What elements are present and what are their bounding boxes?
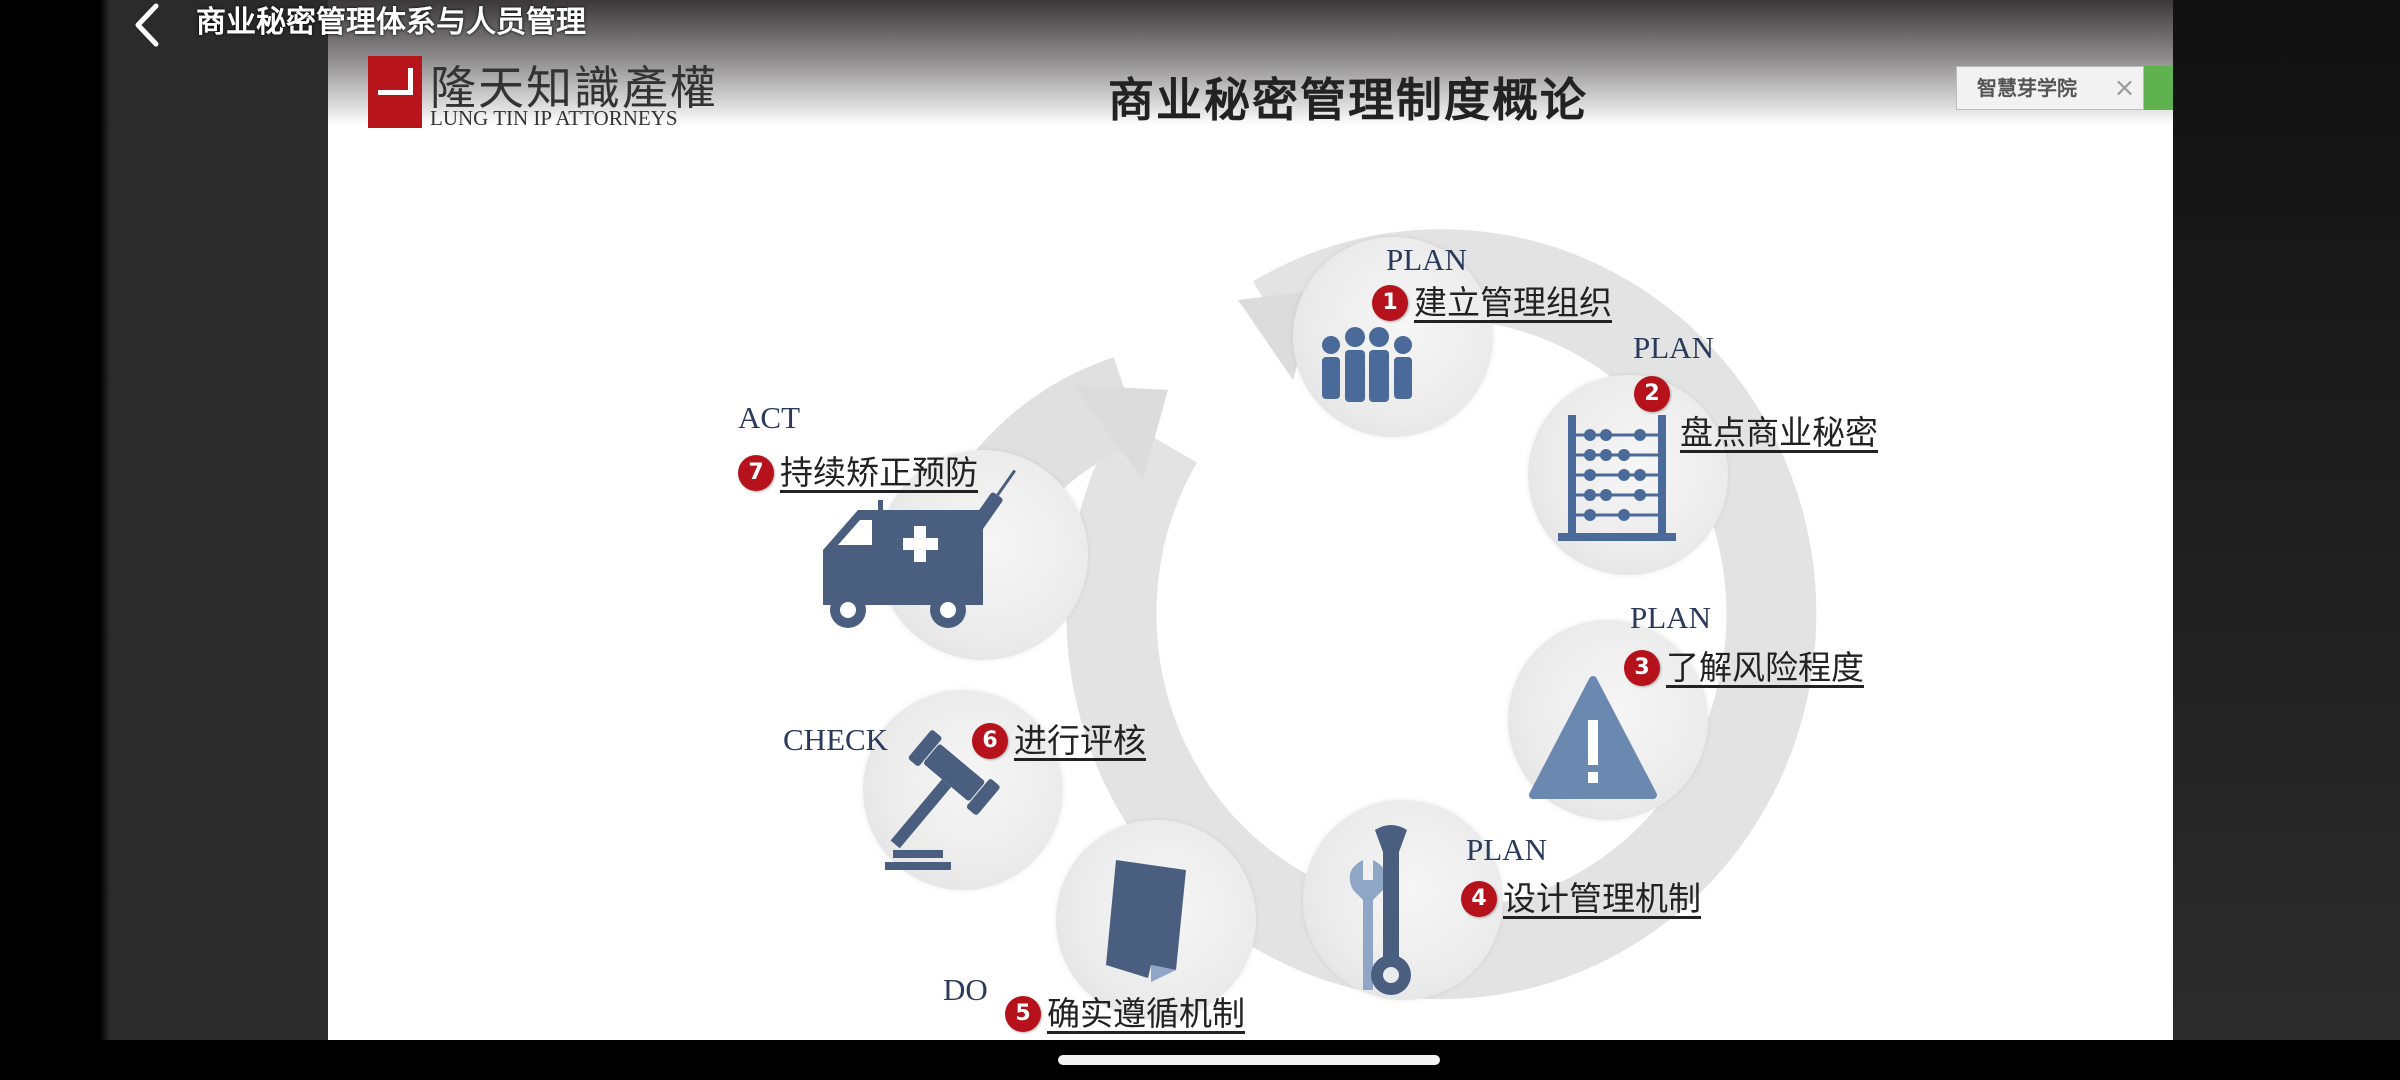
home-indicator[interactable] — [1058, 1055, 1440, 1065]
step-2-node — [1528, 375, 1728, 575]
chevron-left-icon — [135, 3, 159, 47]
step-title: 进行评核 — [1014, 721, 1146, 760]
phase-label: CHECK — [783, 722, 889, 757]
step-title: 建立管理组织 — [1414, 283, 1612, 322]
step-3-node — [1508, 620, 1708, 820]
cycle-arrowhead — [1073, 385, 1168, 480]
step-number-badge: 5 — [1005, 996, 1041, 1032]
clear-icon[interactable]: × — [2106, 66, 2144, 110]
step-title: 确实遵循机制 — [1047, 994, 1245, 1033]
phase-label: PLAN — [1633, 330, 1714, 365]
right-letterbox — [2173, 0, 2400, 1040]
warning-icon — [1529, 676, 1657, 799]
phase-label: PLAN — [1386, 242, 1467, 277]
step-6-node — [863, 690, 1063, 890]
logo-mark-icon — [368, 56, 422, 128]
abacus-icon — [1558, 415, 1676, 541]
wrench-icon — [1349, 825, 1411, 995]
gavel-icon — [885, 730, 1000, 870]
ambulance-icon — [823, 469, 1017, 628]
phase-label: ACT — [738, 400, 800, 435]
step-number-badge: 1 — [1372, 285, 1408, 321]
step-title: 设计管理机制 — [1503, 879, 1701, 918]
left-letterbox — [0, 0, 328, 1040]
step-number-badge: 7 — [738, 455, 774, 491]
step-2-title: 盘点商业秘密 — [1680, 412, 1878, 454]
step-7-node — [823, 450, 1088, 660]
logo-english-text: LUNG TIN IP ATTORNEYS — [430, 106, 678, 130]
video-title: 商业秘密管理体系与人员管理 — [196, 5, 586, 40]
step-1-node — [1293, 237, 1493, 437]
search-input[interactable]: 智慧芽学院 — [1956, 66, 2106, 110]
document-icon — [1106, 860, 1186, 982]
step-title: 了解风险程度 — [1666, 648, 1864, 687]
logo-chinese-text: 隆天知識產權 — [430, 61, 718, 115]
back-button[interactable] — [128, 0, 168, 50]
people-group-icon — [1322, 327, 1412, 402]
step-5-node — [1056, 820, 1256, 1020]
step-number-badge: 2 — [1634, 376, 1670, 412]
step-number-badge: 4 — [1461, 881, 1497, 917]
slide-title: 商业秘密管理制度概论 — [1108, 73, 1588, 127]
phase-label: PLAN — [1466, 832, 1547, 867]
video-frame-slide[interactable]: 隆天知識產權 LUNG TIN IP ATTORNEYS 商业秘密管理制度概论 … — [328, 0, 2173, 1040]
step-number-badge: 6 — [972, 723, 1008, 759]
phase-label: DO — [943, 972, 988, 1007]
search-button[interactable] — [2144, 66, 2173, 110]
step-title: 持续矫正预防 — [780, 453, 978, 492]
slide-header-band — [328, 0, 2173, 125]
step-number-badge: 3 — [1624, 650, 1660, 686]
step-title: 盘点商业秘密 — [1680, 413, 1878, 452]
phase-label: PLAN — [1630, 600, 1711, 635]
step-2-label: 2 — [1634, 376, 1676, 412]
